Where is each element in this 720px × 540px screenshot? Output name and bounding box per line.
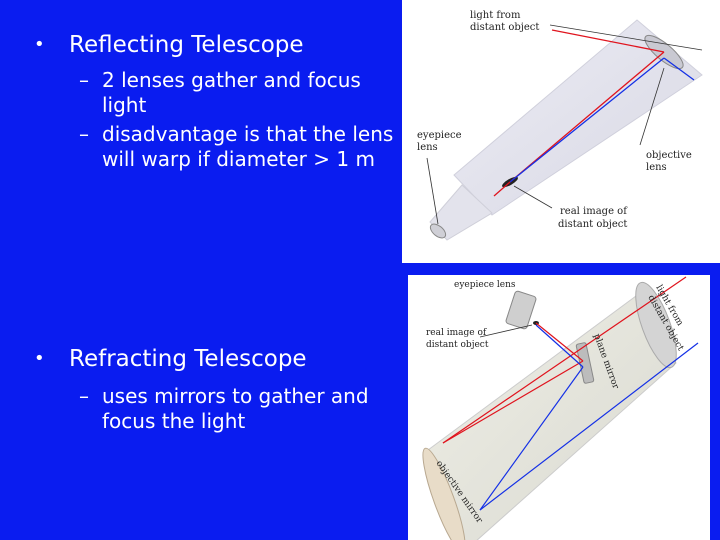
refractor-ray-red-1 [551, 29, 665, 53]
reflector-ray-red-3 [535, 322, 584, 362]
label-distant-object: distant object [470, 22, 539, 33]
eyepiece-lens-tube [505, 290, 537, 330]
eyepiece-lens-shape [429, 223, 447, 239]
refractor-ray-red-2 [509, 51, 665, 183]
bullet-dot: • [34, 34, 45, 55]
label-distant-object: distant object [426, 340, 489, 350]
bullet-refracting: • Refracting Telescope – uses mirrors to… [34, 344, 394, 434]
reflector-ray-red-2 [442, 360, 584, 444]
sub-bullet-mirrors: uses mirrors to gather and focus the lig… [102, 384, 369, 433]
label-light-from: light from [470, 10, 521, 21]
refractor-main-tube [453, 19, 703, 216]
bullet-title-refracting: Refracting Telescope [69, 346, 307, 372]
refractor-ray-red-ext [493, 181, 511, 197]
bullet-title-reflecting: Reflecting Telescope [69, 32, 304, 58]
label-eyepiece-lens: lens [417, 142, 438, 153]
sub-bullet-dash: – [79, 384, 89, 408]
sub-bullet-dash: – [79, 68, 89, 92]
label-eyepiece: eyepiece [417, 130, 462, 141]
bullet-dot: • [34, 348, 45, 369]
label-pointer-real-image [479, 324, 533, 338]
refractor-ray-blue-1 [663, 57, 695, 81]
bullet-reflecting: • Reflecting Telescope – 2 lenses gather… [34, 30, 394, 172]
reflector-diagram: eyepiece lens real image of distant obje… [408, 275, 710, 540]
label-pointer-light [549, 24, 703, 51]
sub-bullet-dash: – [79, 122, 89, 146]
label-pointer-real-image [513, 185, 553, 209]
sub-bullet-disadvantage: disadvantage is that the lens will warp … [102, 122, 394, 171]
reflector-diagram-svg: eyepiece lens real image of distant obje… [422, 276, 699, 540]
label-eyepiece-lens: eyepiece lens [454, 280, 516, 290]
sub-bullet-lenses: 2 lenses gather and focus light [102, 68, 361, 117]
label-pointer-objective [639, 67, 665, 146]
label-objective-lens: lens [646, 162, 667, 173]
refractor-eyepiece-tube [429, 184, 493, 241]
reflector-ray-blue-1 [479, 342, 699, 511]
label-real-image-of: real image of [426, 328, 487, 338]
label-real-image-distant: distant object [558, 219, 627, 230]
label-real-image-of: real image of [560, 206, 628, 217]
reflector-ray-blue-3 [535, 324, 584, 368]
label-objective: objective [646, 150, 692, 161]
refractor-diagram-svg: light from distant object eyepiece lens … [417, 10, 703, 241]
label-pointer-eyepiece [426, 157, 439, 225]
reflector-ray-blue-2 [479, 366, 584, 511]
refractor-diagram: light from distant object eyepiece lens … [402, 0, 720, 263]
reflector-ray-red-1 [442, 276, 687, 444]
objective-mirror-shape [422, 447, 466, 540]
refractor-ray-blue-2 [509, 57, 665, 183]
